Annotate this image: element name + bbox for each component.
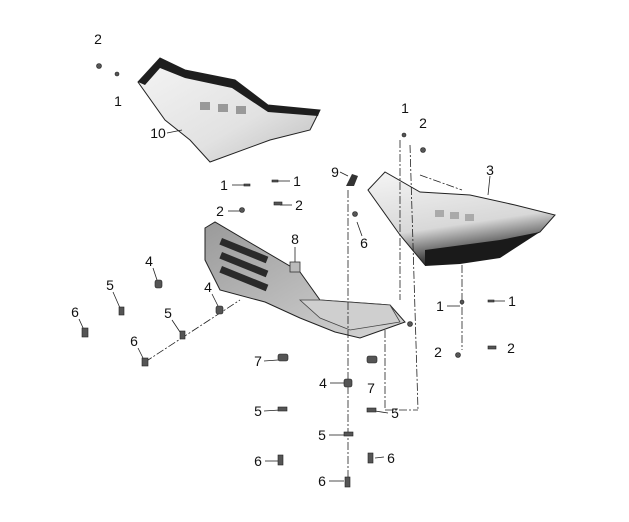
callout-6: 6 — [71, 304, 79, 320]
callout-6: 6 — [387, 450, 395, 466]
callout-4: 4 — [319, 375, 327, 391]
callout-8: 8 — [291, 231, 299, 247]
callout-2: 2 — [507, 340, 515, 356]
callout-6: 6 — [360, 235, 368, 251]
callout-1: 1 — [220, 177, 228, 193]
right-guard — [367, 171, 556, 266]
callout-6: 6 — [318, 473, 326, 489]
callout-3: 3 — [486, 162, 494, 178]
callout-2: 2 — [295, 197, 303, 213]
fasteners — [81, 63, 497, 488]
upper-left-guard — [137, 57, 321, 163]
callout-2: 2 — [216, 203, 224, 219]
callout-2: 2 — [434, 344, 442, 360]
callout-1: 1 — [293, 173, 301, 189]
callout-10: 10 — [150, 125, 166, 141]
callout-5: 5 — [318, 427, 326, 443]
callout-7: 7 — [254, 353, 262, 369]
callout-5: 5 — [391, 405, 399, 421]
callout-4: 4 — [145, 253, 153, 269]
skid-plate — [204, 221, 406, 339]
callout-5: 5 — [106, 277, 114, 293]
callout-1: 1 — [508, 293, 516, 309]
callout-2: 2 — [419, 115, 427, 131]
callout-9: 9 — [331, 164, 339, 180]
callout-1: 1 — [436, 298, 444, 314]
bracket — [346, 174, 358, 186]
callout-1: 1 — [401, 100, 409, 116]
callout-5: 5 — [254, 403, 262, 419]
callout-5: 5 — [164, 305, 172, 321]
callout-1: 1 — [114, 93, 122, 109]
callout-6: 6 — [130, 333, 138, 349]
callout-2: 2 — [94, 31, 102, 47]
callout-6: 6 — [254, 453, 262, 469]
callout-4: 4 — [204, 279, 212, 295]
callout-7: 7 — [367, 380, 375, 396]
